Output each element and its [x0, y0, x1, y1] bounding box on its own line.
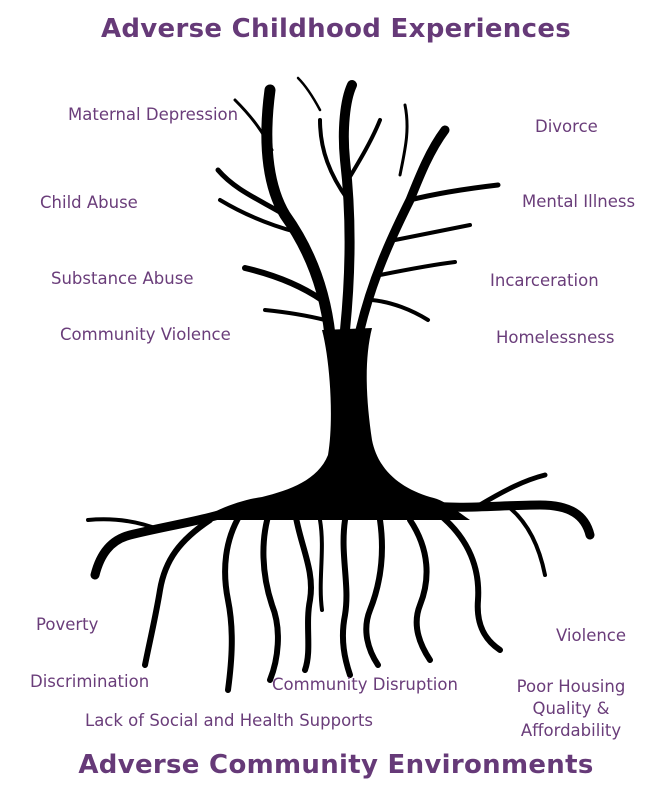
label-poor-housing: Poor Housing Quality & Affordability — [516, 677, 626, 740]
bottom-title: Adverse Community Environments — [78, 750, 594, 780]
label-poverty: Poverty — [36, 615, 99, 634]
label-child-abuse: Child Abuse — [40, 193, 138, 212]
label-incarceration: Incarceration — [490, 271, 599, 290]
label-homelessness: Homelessness — [496, 328, 615, 347]
label-community-violence: Community Violence — [60, 325, 231, 344]
top-title: Adverse Childhood Experiences — [100, 14, 572, 44]
label-maternal-depression: Maternal Depression — [68, 105, 239, 124]
label-mental-illness: Mental Illness — [522, 192, 636, 211]
label-violence: Violence — [556, 626, 627, 645]
label-lack-of-supports: Lack of Social and Health Supports — [85, 711, 374, 730]
label-community-disruption: Community Disruption — [272, 675, 458, 694]
label-divorce: Divorce — [535, 117, 598, 136]
label-discrimination: Discrimination — [30, 672, 150, 691]
label-substance-abuse: Substance Abuse — [51, 269, 194, 288]
